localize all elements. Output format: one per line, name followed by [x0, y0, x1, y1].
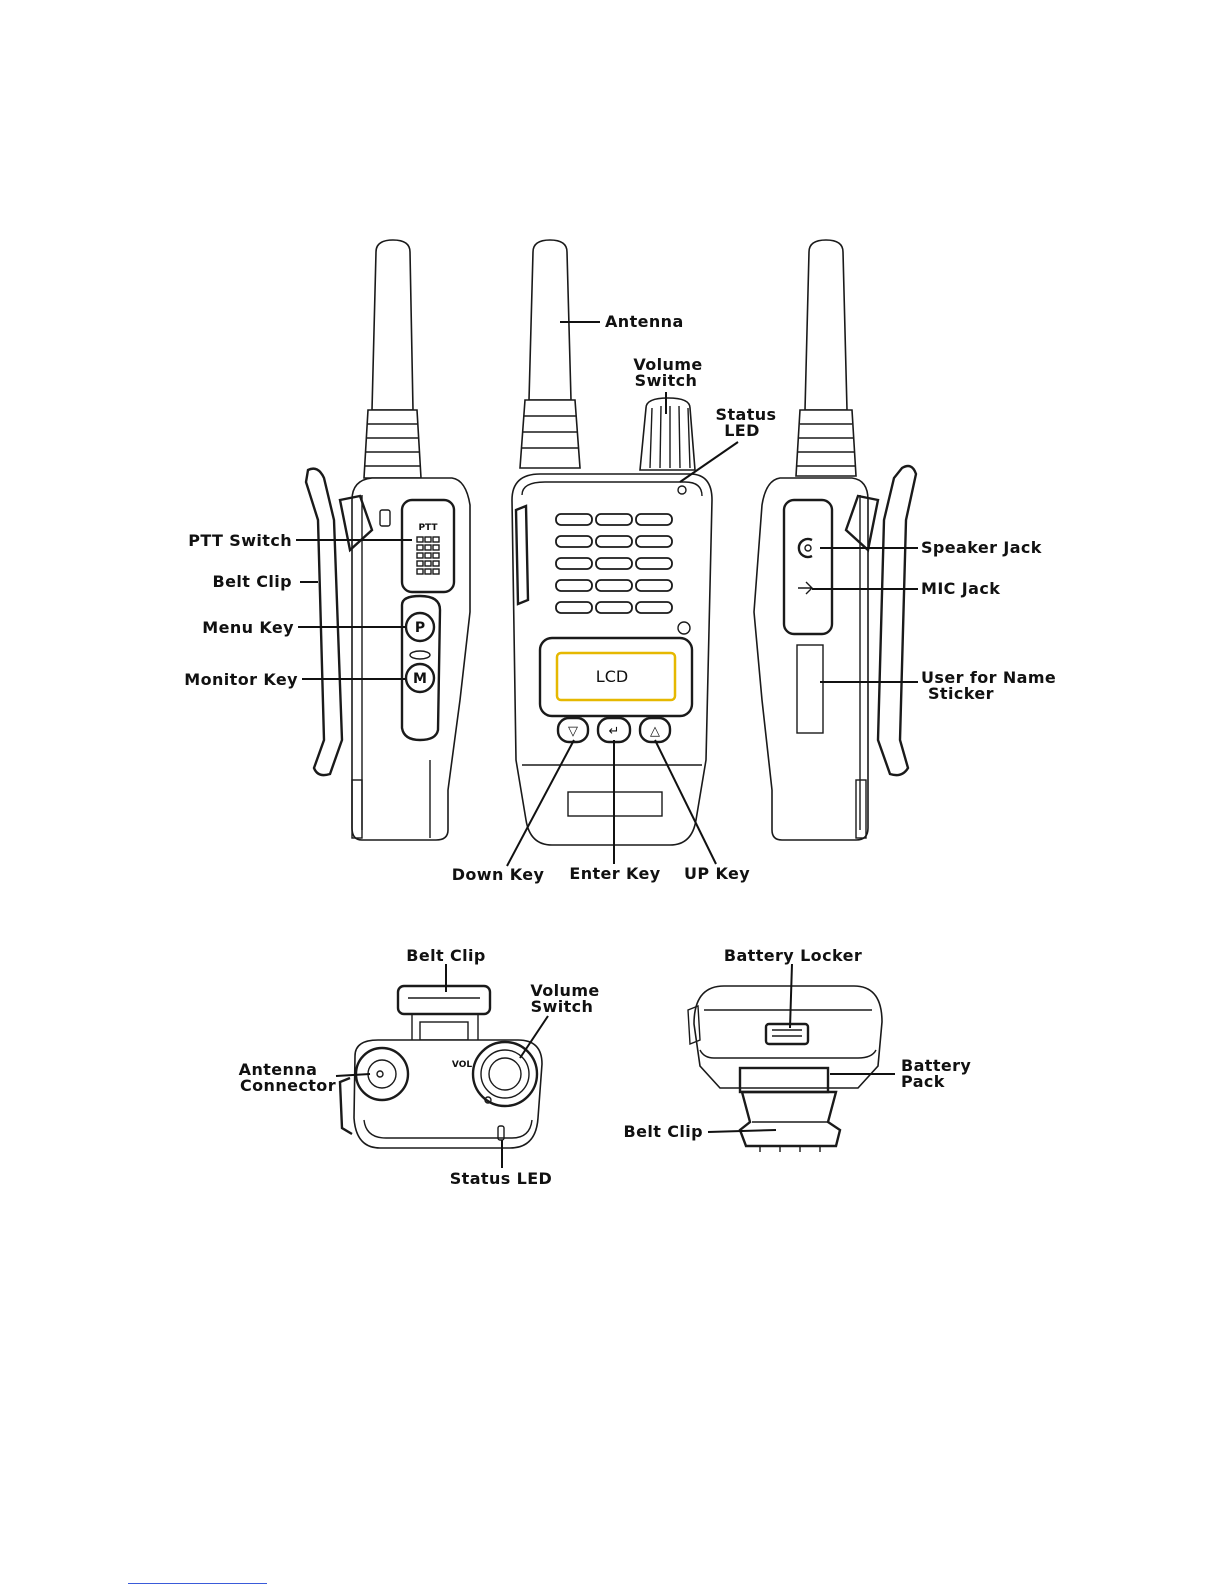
bottom-view [688, 986, 882, 1152]
battery-locker-label: Battery Locker [724, 946, 862, 965]
monitor-key-label: Monitor Key [184, 670, 298, 689]
lcd-label: LCD [596, 667, 628, 686]
ptt-switch-label: PTT Switch [188, 531, 292, 550]
top-belt-clip-label: Belt Clip [406, 946, 486, 965]
svg-text:△: △ [650, 724, 660, 739]
antenna-label: Antenna [605, 312, 684, 331]
up-key-label: UP Key [684, 864, 750, 883]
p-key-marking: P [415, 620, 425, 636]
volume-switch-label-line2: Switch [635, 371, 698, 390]
enter-key-label: Enter Key [569, 864, 660, 883]
bottom-belt-clip-label: Belt Clip [623, 1122, 703, 1141]
svg-text:↵: ↵ [609, 724, 620, 739]
footer-rule [128, 1583, 267, 1584]
speaker-jack-label: Speaker Jack [921, 538, 1042, 557]
vol-marking: VOL [452, 1060, 472, 1070]
status-led-label-line2: LED [724, 421, 760, 440]
name-sticker-label-line2: Sticker [928, 684, 994, 703]
antenna-connector-label-line2: Connector [240, 1076, 336, 1095]
belt-clip-label: Belt Clip [212, 572, 292, 591]
down-key-label: Down Key [452, 865, 545, 884]
menu-key-label: Menu Key [202, 618, 294, 637]
ptt-marking: PTT [418, 523, 438, 533]
top-volume-switch-label-line2: Switch [531, 997, 594, 1016]
mic-jack-label: MIC Jack [921, 579, 1000, 598]
svg-text:▽: ▽ [568, 724, 578, 739]
right-side-view [754, 240, 916, 840]
battery-pack-label-line2: Pack [901, 1072, 945, 1091]
top-status-led-label: Status LED [450, 1169, 553, 1188]
top-view: VOL [340, 986, 542, 1148]
m-key-marking: M [413, 671, 427, 687]
